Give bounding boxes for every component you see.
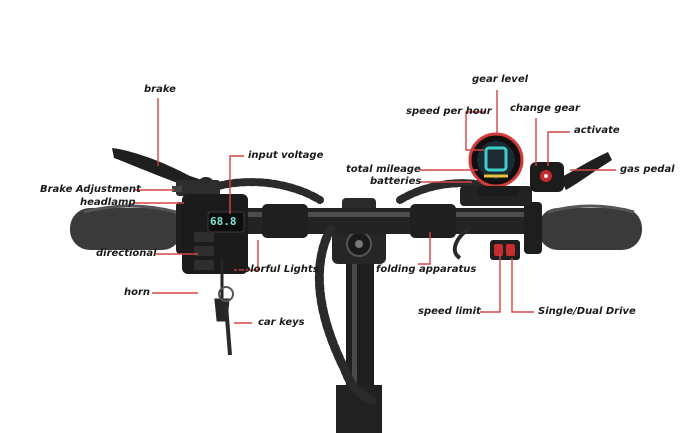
label-brake-adjustment: Brake Adjustment (40, 184, 141, 195)
leader-lines (134, 90, 616, 324)
label-speed-limit: speed limit (418, 306, 481, 317)
brake-lever-left (112, 148, 220, 196)
label-horn: horn (124, 287, 151, 298)
label-speed-per-hour: speed per hour (406, 106, 492, 117)
label-activate: activate (574, 125, 620, 136)
label-single-dual-drive: Single/Dual Drive (538, 306, 636, 317)
label-batteries: batteries (370, 176, 422, 187)
label-colorful-lights: Colorful Lights (236, 264, 319, 275)
voltmeter-reading: 68.8 (210, 215, 237, 228)
label-folding-apparatus: folding apparatus (376, 264, 477, 275)
label-total-mileage: total mileage (346, 164, 421, 175)
label-change-gear: change gear (510, 103, 580, 114)
label-input-voltage: input voltage (248, 150, 324, 161)
label-brake: brake (144, 84, 176, 95)
right-grip (524, 202, 642, 254)
left-grip (70, 202, 194, 254)
label-directional: directional (96, 248, 157, 259)
right-controls (452, 132, 612, 260)
handlebar-tube (190, 204, 530, 238)
label-headlamp: headlamp (80, 197, 136, 208)
left-control-box (182, 194, 248, 356)
label-car-keys: car keys (258, 317, 305, 328)
label-gear-level: gear level (472, 74, 529, 85)
label-gas-pedal: gas pedal (620, 164, 675, 175)
